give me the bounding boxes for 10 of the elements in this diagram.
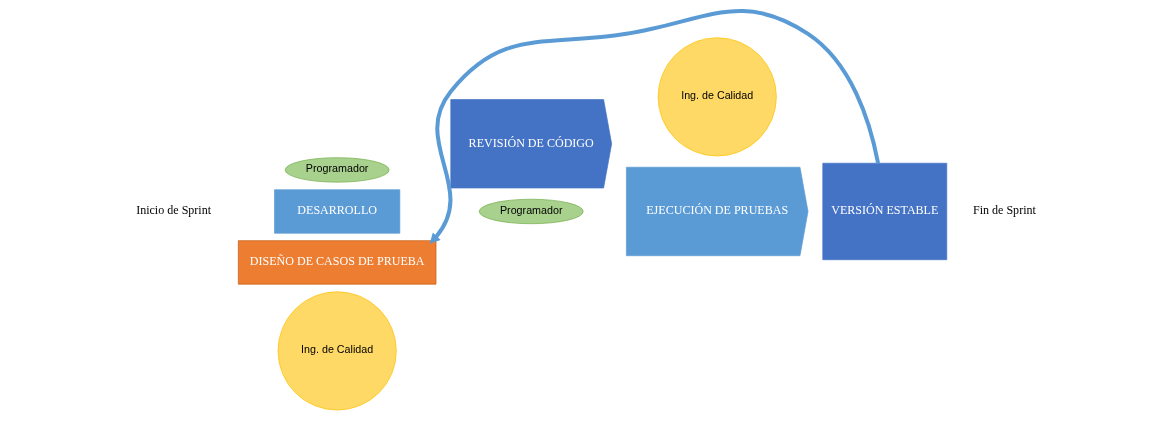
node-box: DESARROLLO [273, 189, 400, 234]
node-circle: Ing. de Calidad [657, 37, 777, 157]
node-ellipse: Programador [284, 157, 389, 183]
node-circle: Ing. de Calidad [277, 291, 397, 411]
label: Inicio de Sprint [135, 203, 211, 218]
label: Fin de Sprint [972, 203, 1036, 218]
arrow [429, 9, 880, 244]
node-box: VERSIÓN ESTABLE [821, 162, 947, 261]
node-box: DISEÑO DE CASOS DE PRUEBA [237, 240, 436, 285]
node-ellipse: Programador [478, 198, 584, 225]
